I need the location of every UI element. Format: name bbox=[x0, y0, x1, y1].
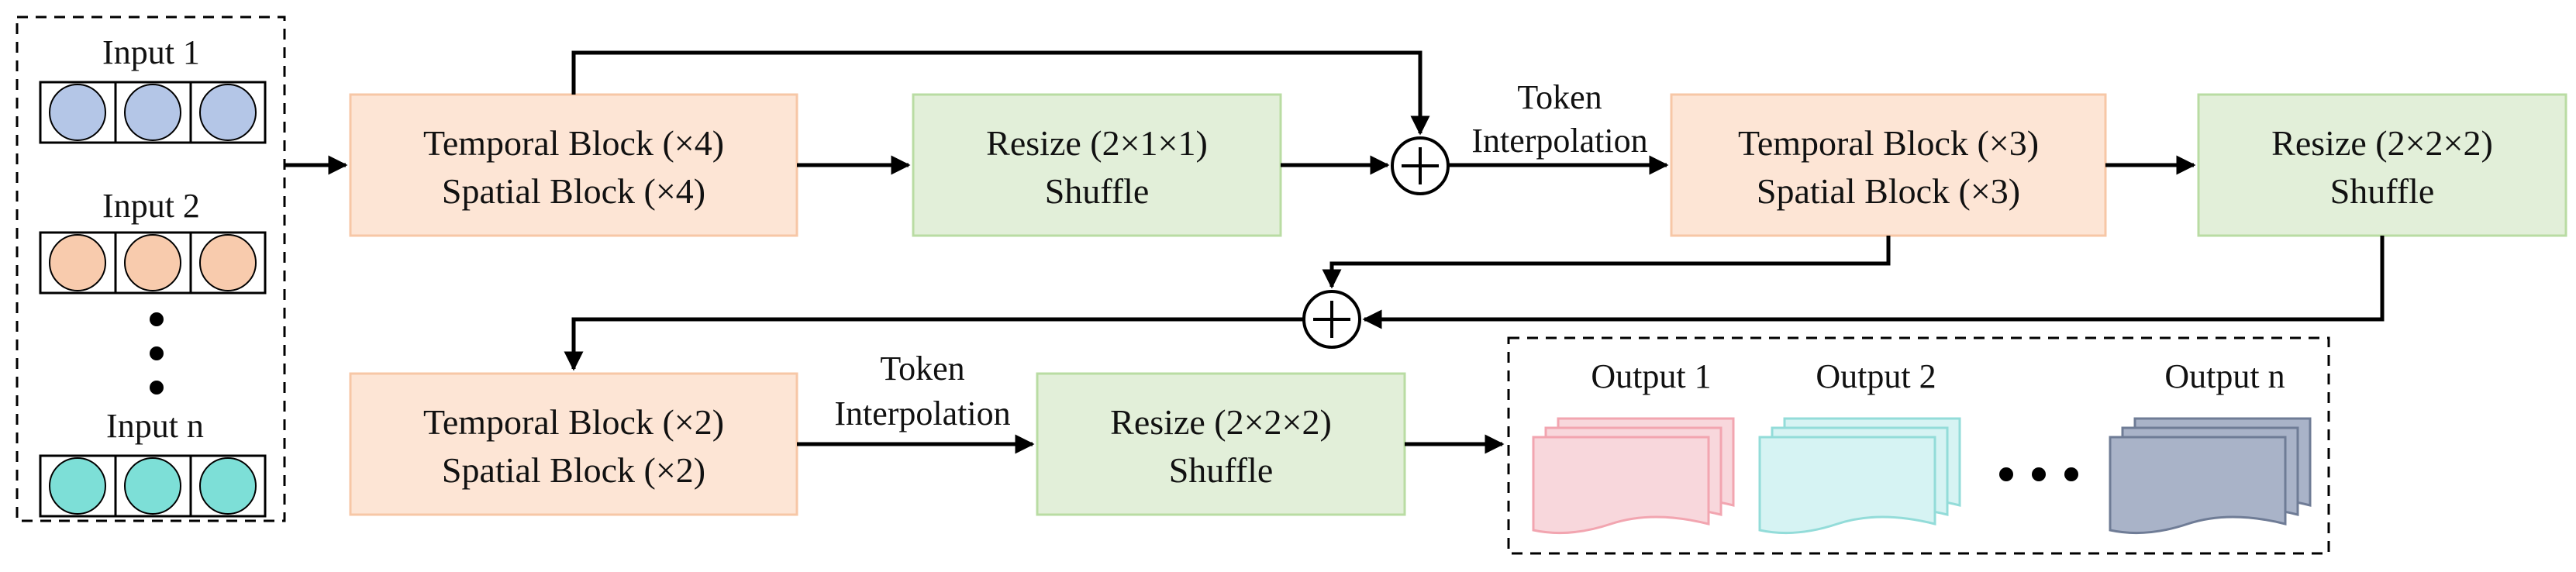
input-1-token bbox=[199, 84, 257, 141]
sum-node-1 bbox=[1391, 136, 1450, 195]
vertical-ellipsis bbox=[150, 312, 164, 395]
input-2-label: Input 2 bbox=[102, 187, 200, 225]
arrow-sum2-to-block5 bbox=[564, 317, 1304, 371]
resize-shuffle-block-2x2x2-top: Resize (2×2×2) Shuffle bbox=[2197, 93, 2567, 237]
input-n-token bbox=[199, 457, 257, 515]
output-panel: Output 1 Output 2 Output n bbox=[1507, 336, 2330, 555]
block-text-line1: Temporal Block (×2) bbox=[423, 402, 724, 442]
block-text-line2: Spatial Block (×2) bbox=[442, 450, 705, 490]
input-panel: Input 1 Input 2 Input n bbox=[16, 16, 286, 522]
arrow-resize2-to-sum2 bbox=[1362, 236, 2385, 329]
block-text-line1: Temporal Block (×3) bbox=[1738, 123, 2039, 163]
skip-arrow-block1-to-sum1 bbox=[571, 50, 1430, 136]
block-text-line1: Resize (2×2×2) bbox=[2271, 123, 2493, 163]
input-2-token bbox=[199, 234, 257, 291]
block-text-line1: Temporal Block (×4) bbox=[423, 123, 724, 163]
block-text-line2: Spatial Block (×4) bbox=[442, 171, 705, 211]
block-text-line1: Resize (2×2×2) bbox=[1110, 402, 1332, 442]
output-1-label: Output 1 bbox=[1591, 357, 1711, 395]
output-n-label: Output n bbox=[2164, 357, 2285, 395]
input-2-token bbox=[49, 234, 106, 291]
input-n-token bbox=[124, 457, 181, 515]
block-text-line2: Spatial Block (×3) bbox=[1757, 171, 2020, 211]
input-n-label: Input n bbox=[106, 407, 204, 445]
resize-shuffle-block-2x1x1: Resize (2×1×1) Shuffle bbox=[912, 93, 1282, 237]
horizontal-ellipsis bbox=[1999, 467, 2078, 481]
block-text-line2: Shuffle bbox=[1045, 171, 1150, 211]
input-1-label: Input 1 bbox=[102, 33, 200, 71]
temporal-spatial-block-x3: Temporal Block (×3) Spatial Block (×3) bbox=[1670, 93, 2107, 237]
output-2-stack bbox=[1758, 417, 1961, 535]
sum-node-2 bbox=[1302, 290, 1361, 349]
block-text-line2: Shuffle bbox=[2330, 171, 2435, 211]
token-interpolation-label-1-line2: Interpolation bbox=[1471, 122, 1647, 160]
input-1-row bbox=[39, 81, 267, 144]
output-2-label: Output 2 bbox=[1816, 357, 1936, 395]
input-1-token bbox=[49, 84, 106, 141]
block-text-line1: Resize (2×1×1) bbox=[986, 123, 1208, 163]
input-n-token bbox=[49, 457, 106, 515]
resize-shuffle-block-2x2x2-bottom: Resize (2×2×2) Shuffle bbox=[1036, 372, 1406, 516]
token-interpolation-label-2-line1: Token bbox=[880, 350, 964, 388]
temporal-spatial-block-x2: Temporal Block (×2) Spatial Block (×2) bbox=[349, 372, 798, 516]
output-n-stack bbox=[2109, 417, 2312, 535]
input-1-token bbox=[124, 84, 181, 141]
output-1-stack bbox=[1532, 417, 1735, 535]
token-interpolation-label-2-line2: Interpolation bbox=[834, 395, 1010, 432]
temporal-spatial-block-x4: Temporal Block (×4) Spatial Block (×4) bbox=[349, 93, 798, 237]
input-n-row bbox=[39, 454, 267, 518]
token-interpolation-label-1-line1: Token bbox=[1517, 78, 1602, 116]
input-2-row bbox=[39, 231, 267, 295]
arrow-block3-to-sum2 bbox=[1322, 236, 1891, 289]
connectors bbox=[284, 50, 2385, 454]
block-text-line2: Shuffle bbox=[1169, 450, 1274, 490]
input-2-token bbox=[124, 234, 181, 291]
